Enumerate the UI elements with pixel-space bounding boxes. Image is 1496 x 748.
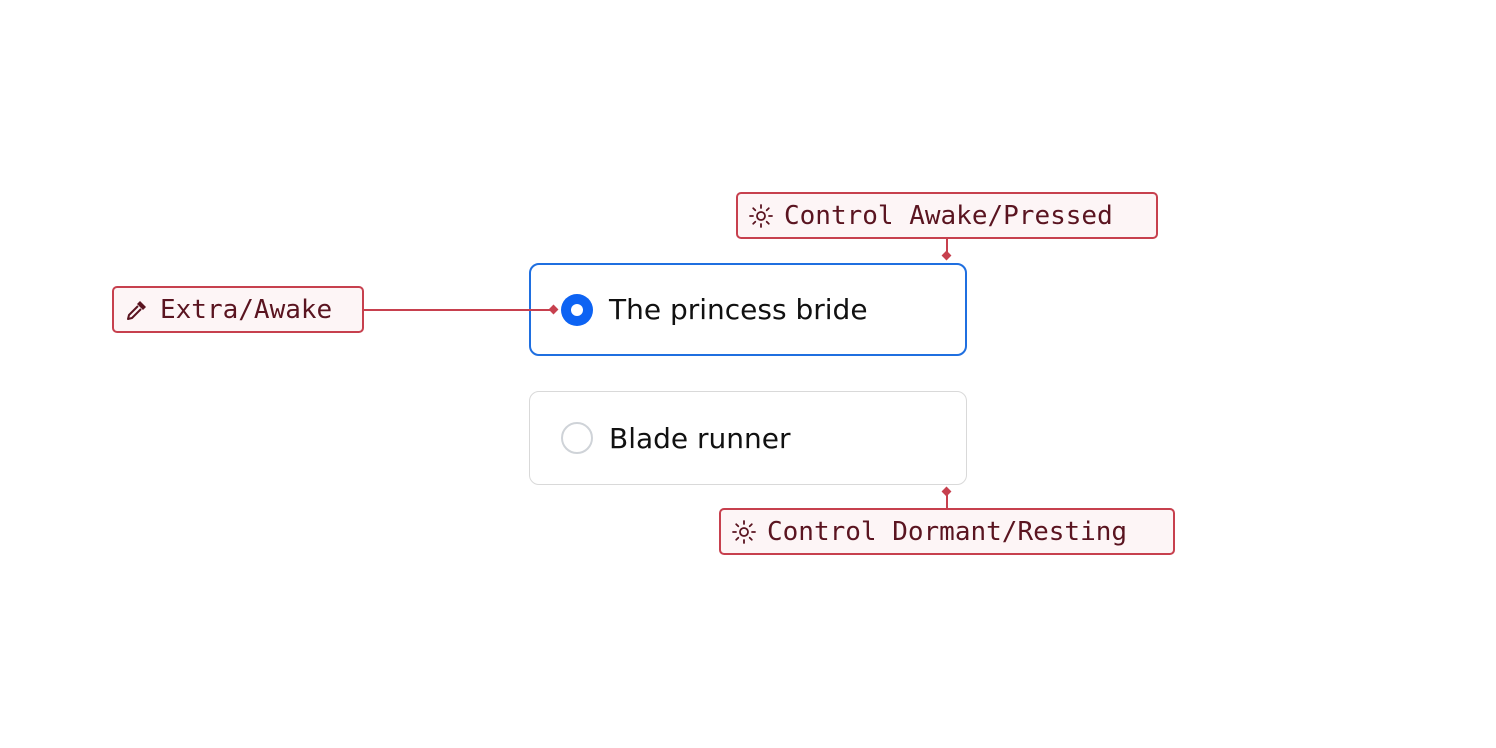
sun-icon: [731, 519, 757, 545]
connector-line: [364, 309, 554, 311]
annotation-control-awake-pressed: Control Awake/Pressed: [736, 192, 1158, 239]
annotation-extra-awake: Extra/Awake: [112, 286, 364, 333]
connector-diamond: [941, 486, 952, 497]
sun-icon: [748, 203, 774, 229]
annotation-label: Extra/Awake: [160, 294, 333, 325]
annotation-label: Control Dormant/Resting: [767, 516, 1128, 547]
eyedropper-icon: [124, 297, 150, 323]
radio-option-blade-runner[interactable]: Blade runner: [529, 391, 967, 485]
option-label: The princess bride: [609, 293, 868, 326]
radio-button-unselected[interactable]: [561, 422, 593, 454]
radio-option-princess-bride[interactable]: The princess bride: [529, 263, 967, 356]
annotation-control-dormant-resting: Control Dormant/Resting: [719, 508, 1175, 555]
connector-diamond: [941, 250, 952, 261]
connector-line: [946, 492, 948, 509]
connector-line: [946, 239, 948, 256]
option-label: Blade runner: [609, 421, 791, 455]
annotation-label: Control Awake/Pressed: [784, 200, 1113, 231]
radio-button-selected[interactable]: [561, 293, 593, 326]
